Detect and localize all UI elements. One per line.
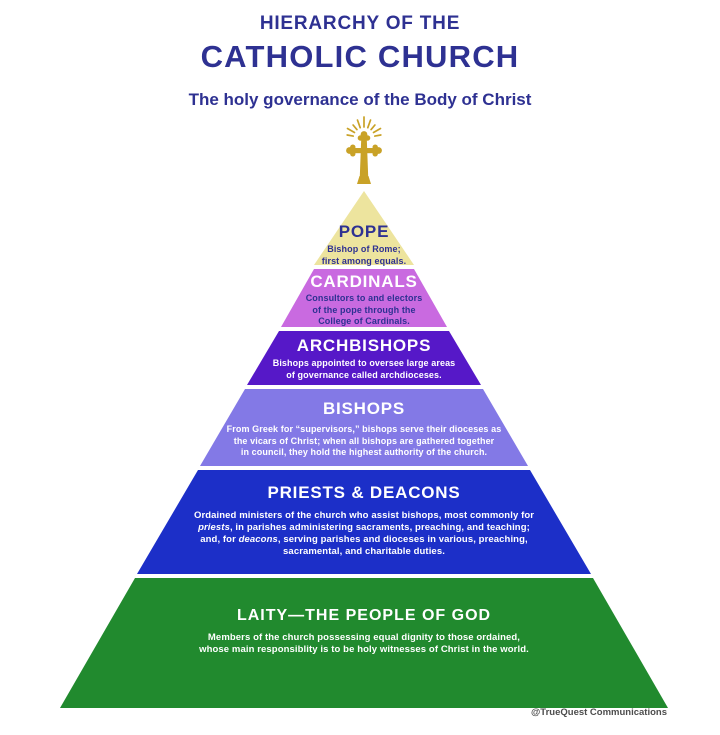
header-kicker: HIERARCHY OF THE xyxy=(259,13,461,34)
level-shape-bishops xyxy=(200,389,528,466)
level-shape-cardinals xyxy=(281,269,447,327)
level-shape-priests-deacons xyxy=(137,470,591,574)
description-text: Ordained ministers of the church who ass… xyxy=(193,510,535,521)
description-text: , serving parishes and dioceses in vario… xyxy=(277,534,528,558)
pyramid-level-cardinals: CARDINALS Consultors to and electors of … xyxy=(281,269,447,327)
emphasized-word-deacons: deacons xyxy=(238,534,278,546)
level-shape-archbishops xyxy=(247,331,481,385)
level-title-cardinals: CARDINALS xyxy=(310,272,418,291)
level-description-priests-deacons: Ordained ministers of the church who ass… xyxy=(194,510,534,559)
page-title: CATHOLIC CHURCH xyxy=(200,39,520,74)
pyramid-level-archbishops: ARCHBISHOPS Bishops appointed to oversee… xyxy=(247,331,481,385)
level-shape-laity xyxy=(60,578,668,708)
level-description-laity: Members of the church possessing equal d… xyxy=(199,632,529,656)
level-title-laity: LAITY—THE PEOPLE OF GOD xyxy=(236,607,492,624)
header-subtitle: The holy governance of the Body of Chris… xyxy=(188,90,532,109)
level-description-pope: Bishop of Rome; first among equals. xyxy=(321,244,407,266)
pyramid-level-priests-deacons: PRIESTS & DEACONS Ordained ministers of … xyxy=(137,470,591,574)
level-title-pope: POPE xyxy=(338,222,390,241)
header: HIERARCHY OF THE CATHOLIC CHURCH The hol… xyxy=(0,0,720,110)
level-title-bishops: BISHOPS xyxy=(322,399,406,418)
pyramid-level-pope: POPE Bishop of Rome; first among equals. xyxy=(314,191,414,266)
level-description-archbishops: Bishops appointed to oversee large areas… xyxy=(272,358,456,380)
level-description-bishops: From Greek for “supervisors,” bishops se… xyxy=(226,424,502,458)
level-title-priests-deacons: PRIESTS & DEACONS xyxy=(267,483,461,502)
description-text: , in parishes administering sacraments, … xyxy=(200,522,530,546)
level-title-archbishops: ARCHBISHOPS xyxy=(296,336,432,355)
level-description-cardinals: Consultors to and electors of the pope t… xyxy=(305,293,423,327)
emphasized-word-priests: priests xyxy=(198,522,230,534)
radiant-budded-cross-icon xyxy=(332,112,396,196)
footer-credit: @TrueQuest Communications xyxy=(531,707,667,718)
pyramid-level-bishops: BISHOPS From Greek for “supervisors,” bi… xyxy=(200,389,528,466)
pyramid-level-laity: LAITY—THE PEOPLE OF GOD Members of the c… xyxy=(60,578,668,708)
